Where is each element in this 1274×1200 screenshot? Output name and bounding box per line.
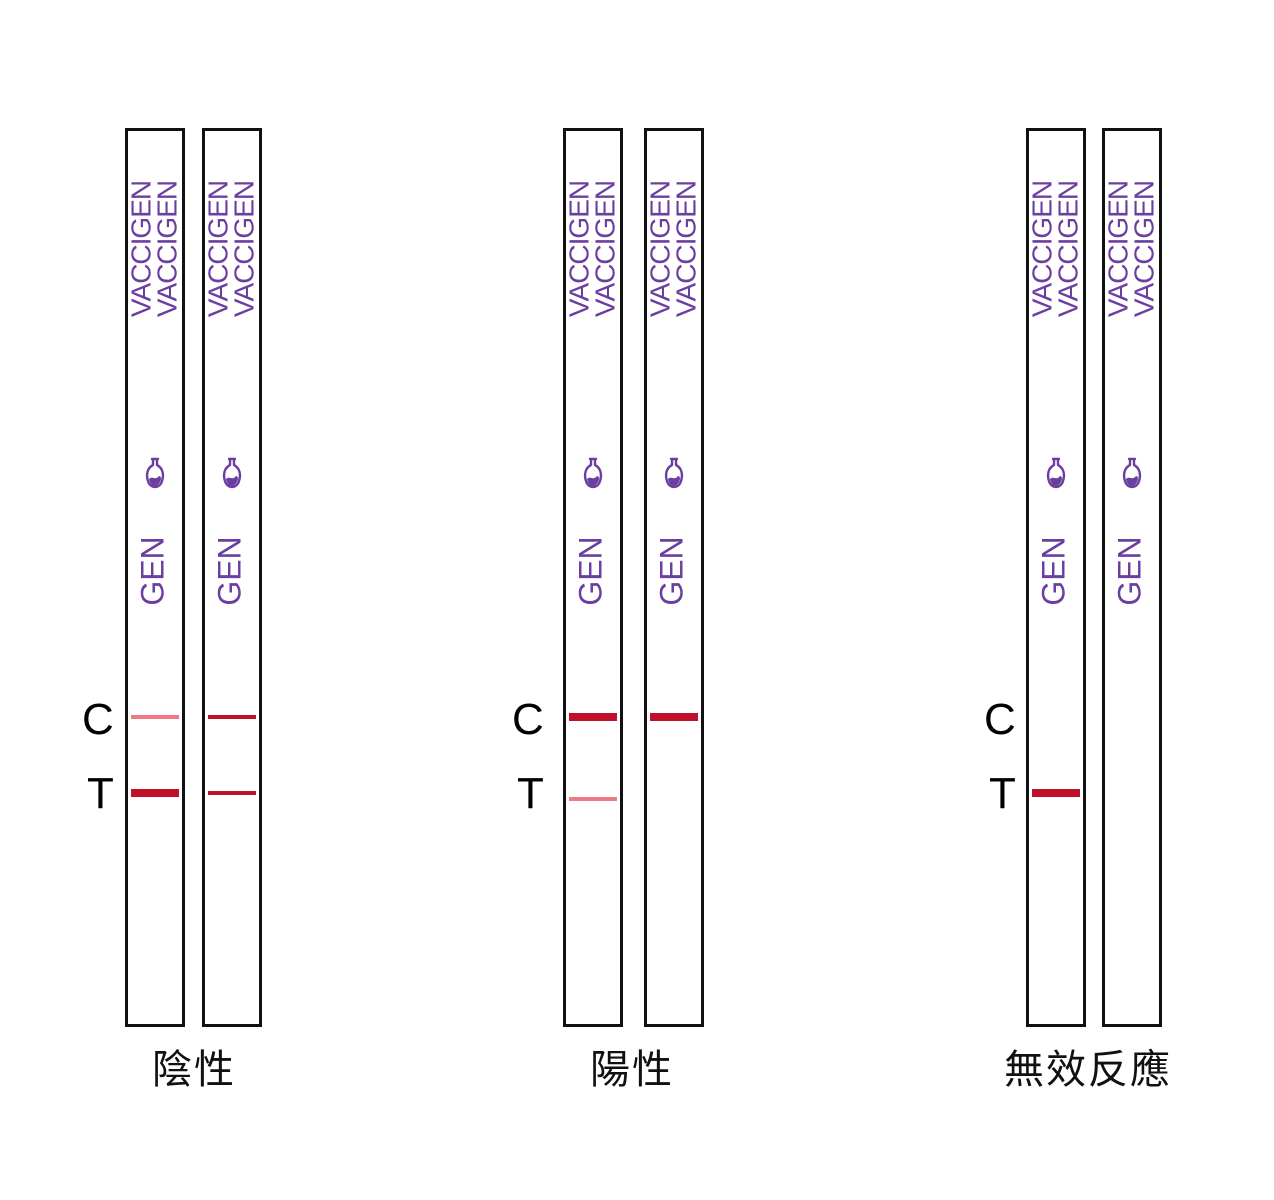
brand-text: VACCIGEN <box>151 181 182 317</box>
brand-text: VACCIGEN <box>204 181 233 317</box>
vase-icon <box>145 457 165 489</box>
vase-icon <box>1046 457 1066 489</box>
control-line <box>569 713 617 721</box>
control-marker-positive: C <box>512 695 544 744</box>
gen-label: GEN <box>135 536 170 605</box>
gen-text: GEN <box>1112 536 1147 605</box>
test-marker-positive: T <box>517 769 544 818</box>
control-line <box>131 715 179 719</box>
brand-text: VACCIGEN <box>1128 181 1159 317</box>
vase-icon <box>1122 457 1142 489</box>
gen-label: GEN <box>573 536 608 605</box>
test-line <box>569 797 617 801</box>
gen-text: GEN <box>212 536 247 605</box>
caption-positive: 陽性 <box>590 1047 674 1093</box>
gen-label: GEN <box>1112 536 1147 605</box>
control-marker-invalid: C <box>984 695 1016 744</box>
brand-text: VACCIGEN <box>670 181 701 317</box>
brand-text: VACCIGEN <box>589 181 620 317</box>
gen-text: GEN <box>573 536 608 605</box>
caption-invalid: 無效反應 <box>1004 1047 1172 1093</box>
control-line <box>208 715 256 719</box>
vase-icon <box>222 457 242 489</box>
gen-label: GEN <box>1036 536 1071 605</box>
test-line <box>1032 789 1080 797</box>
brand-text: VACCIGEN <box>127 181 156 317</box>
gen-text: GEN <box>1036 536 1071 605</box>
test-marker-negative: T <box>87 769 114 818</box>
control-line <box>650 713 698 721</box>
test-marker-invalid: T <box>989 769 1016 818</box>
vase-icon <box>664 457 684 489</box>
brand-text: VACCIGEN <box>646 181 675 317</box>
brand-text: VACCIGEN <box>1028 181 1057 317</box>
gen-label: GEN <box>212 536 247 605</box>
vase-icon <box>583 457 603 489</box>
gen-text: GEN <box>654 536 689 605</box>
brand-text: VACCIGEN <box>228 181 259 317</box>
control-marker-negative: C <box>82 695 114 744</box>
brand-text: VACCIGEN <box>1104 181 1133 317</box>
brand-text: VACCIGEN <box>1052 181 1083 317</box>
brand-text: VACCIGEN <box>565 181 594 317</box>
caption-negative: 陰性 <box>152 1047 236 1093</box>
test-line <box>131 789 179 797</box>
gen-text: GEN <box>135 536 170 605</box>
test-line <box>208 791 256 795</box>
gen-label: GEN <box>654 536 689 605</box>
